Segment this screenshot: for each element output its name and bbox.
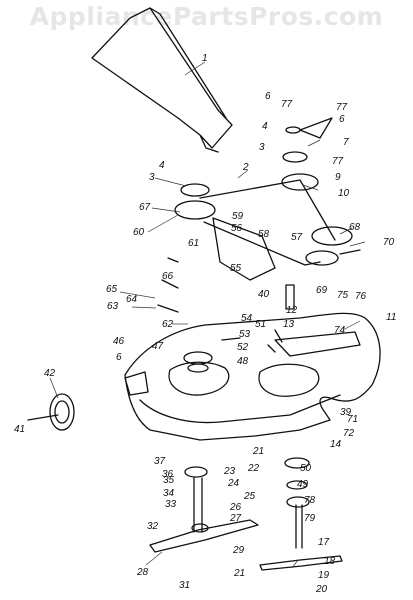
callout-79: 79 <box>304 513 316 524</box>
callout-6: 6 <box>116 352 122 363</box>
callout-6: 6 <box>265 91 271 102</box>
callout-29: 29 <box>233 545 245 556</box>
callout-7: 7 <box>343 137 349 148</box>
watermark: AppliancePartsPros.com <box>29 2 384 31</box>
pulley-left <box>174 200 216 220</box>
callout-69: 69 <box>316 285 328 296</box>
callout-74: 74 <box>334 325 346 336</box>
callout-33: 33 <box>165 499 177 510</box>
callout-55: 55 <box>230 263 242 274</box>
callout-11: 11 <box>386 312 397 323</box>
callout-20: 20 <box>316 584 328 595</box>
callout-51: 51 <box>255 319 267 330</box>
callout-10: 10 <box>338 188 350 199</box>
callout-47: 47 <box>152 341 164 352</box>
callout-72: 72 <box>343 428 355 439</box>
callout-3: 3 <box>149 172 155 183</box>
callout-12: 12 <box>286 305 298 316</box>
callout-48: 48 <box>237 356 249 367</box>
callout-54: 54 <box>241 313 253 324</box>
callout-63: 63 <box>107 301 119 312</box>
callout-60: 60 <box>133 227 145 238</box>
callout-67: 67 <box>139 202 151 213</box>
callout-4: 4 <box>262 121 268 132</box>
callout-6: 6 <box>339 114 345 125</box>
callout-76: 76 <box>355 291 367 302</box>
callout-50: 50 <box>300 463 312 474</box>
callout-23: 23 <box>224 466 236 477</box>
callout-62: 62 <box>162 319 174 330</box>
callout-46: 46 <box>113 336 125 347</box>
callout-24: 24 <box>228 478 240 489</box>
callout-56: 56 <box>231 223 243 234</box>
callout-32: 32 <box>147 521 159 532</box>
callout-57: 57 <box>291 232 303 243</box>
callout-4: 4 <box>159 160 165 171</box>
callout-31: 31 <box>179 580 191 591</box>
callout-17: 17 <box>318 537 330 548</box>
callout-37: 37 <box>154 456 166 467</box>
callout-18: 18 <box>324 556 336 567</box>
callout-19: 19 <box>318 570 330 581</box>
callout-14: 14 <box>330 439 342 450</box>
callout-71: 71 <box>347 414 359 425</box>
callout-2: 2 <box>243 162 249 173</box>
callout-77: 77 <box>281 99 293 110</box>
callout-66: 66 <box>162 271 174 282</box>
callout-58: 58 <box>258 229 270 240</box>
callout-61: 61 <box>188 238 200 249</box>
callout-34: 34 <box>163 488 175 499</box>
callout-27: 27 <box>230 513 242 524</box>
callout-59: 59 <box>232 211 244 222</box>
callout-36: 36 <box>162 469 174 480</box>
gauge-wheel <box>49 393 75 431</box>
discharge-chute <box>91 7 233 149</box>
callout-77: 77 <box>332 156 344 167</box>
callout-42: 42 <box>44 368 56 379</box>
callout-22: 22 <box>248 463 260 474</box>
callout-28: 28 <box>137 567 149 578</box>
mower-deck <box>124 312 381 441</box>
callout-25: 25 <box>244 491 256 502</box>
callout-21: 21 <box>253 446 265 457</box>
blade-left <box>149 519 259 553</box>
callout-52: 52 <box>237 342 249 353</box>
callout-70: 70 <box>383 237 395 248</box>
callout-13: 13 <box>283 319 295 330</box>
callout-41: 41 <box>14 424 26 435</box>
callout-75: 75 <box>337 290 349 301</box>
callout-78: 78 <box>304 495 316 506</box>
callout-49: 49 <box>297 479 309 490</box>
callout-21: 21 <box>234 568 246 579</box>
pulley-center <box>311 226 353 246</box>
blade-right <box>259 555 343 571</box>
callout-53: 53 <box>239 329 251 340</box>
callout-1: 1 <box>202 53 208 64</box>
callout-40: 40 <box>258 289 270 300</box>
callout-35: 35 <box>163 475 175 486</box>
callout-64: 64 <box>126 294 138 305</box>
callout-26: 26 <box>230 502 242 513</box>
callout-39: 39 <box>340 407 352 418</box>
callout-68: 68 <box>349 222 361 233</box>
drive-belt <box>199 179 336 266</box>
callout-77: 77 <box>336 102 348 113</box>
pulley-right <box>281 173 319 191</box>
callout-9: 9 <box>335 172 341 183</box>
callout-65: 65 <box>106 284 118 295</box>
callout-3: 3 <box>259 142 265 153</box>
